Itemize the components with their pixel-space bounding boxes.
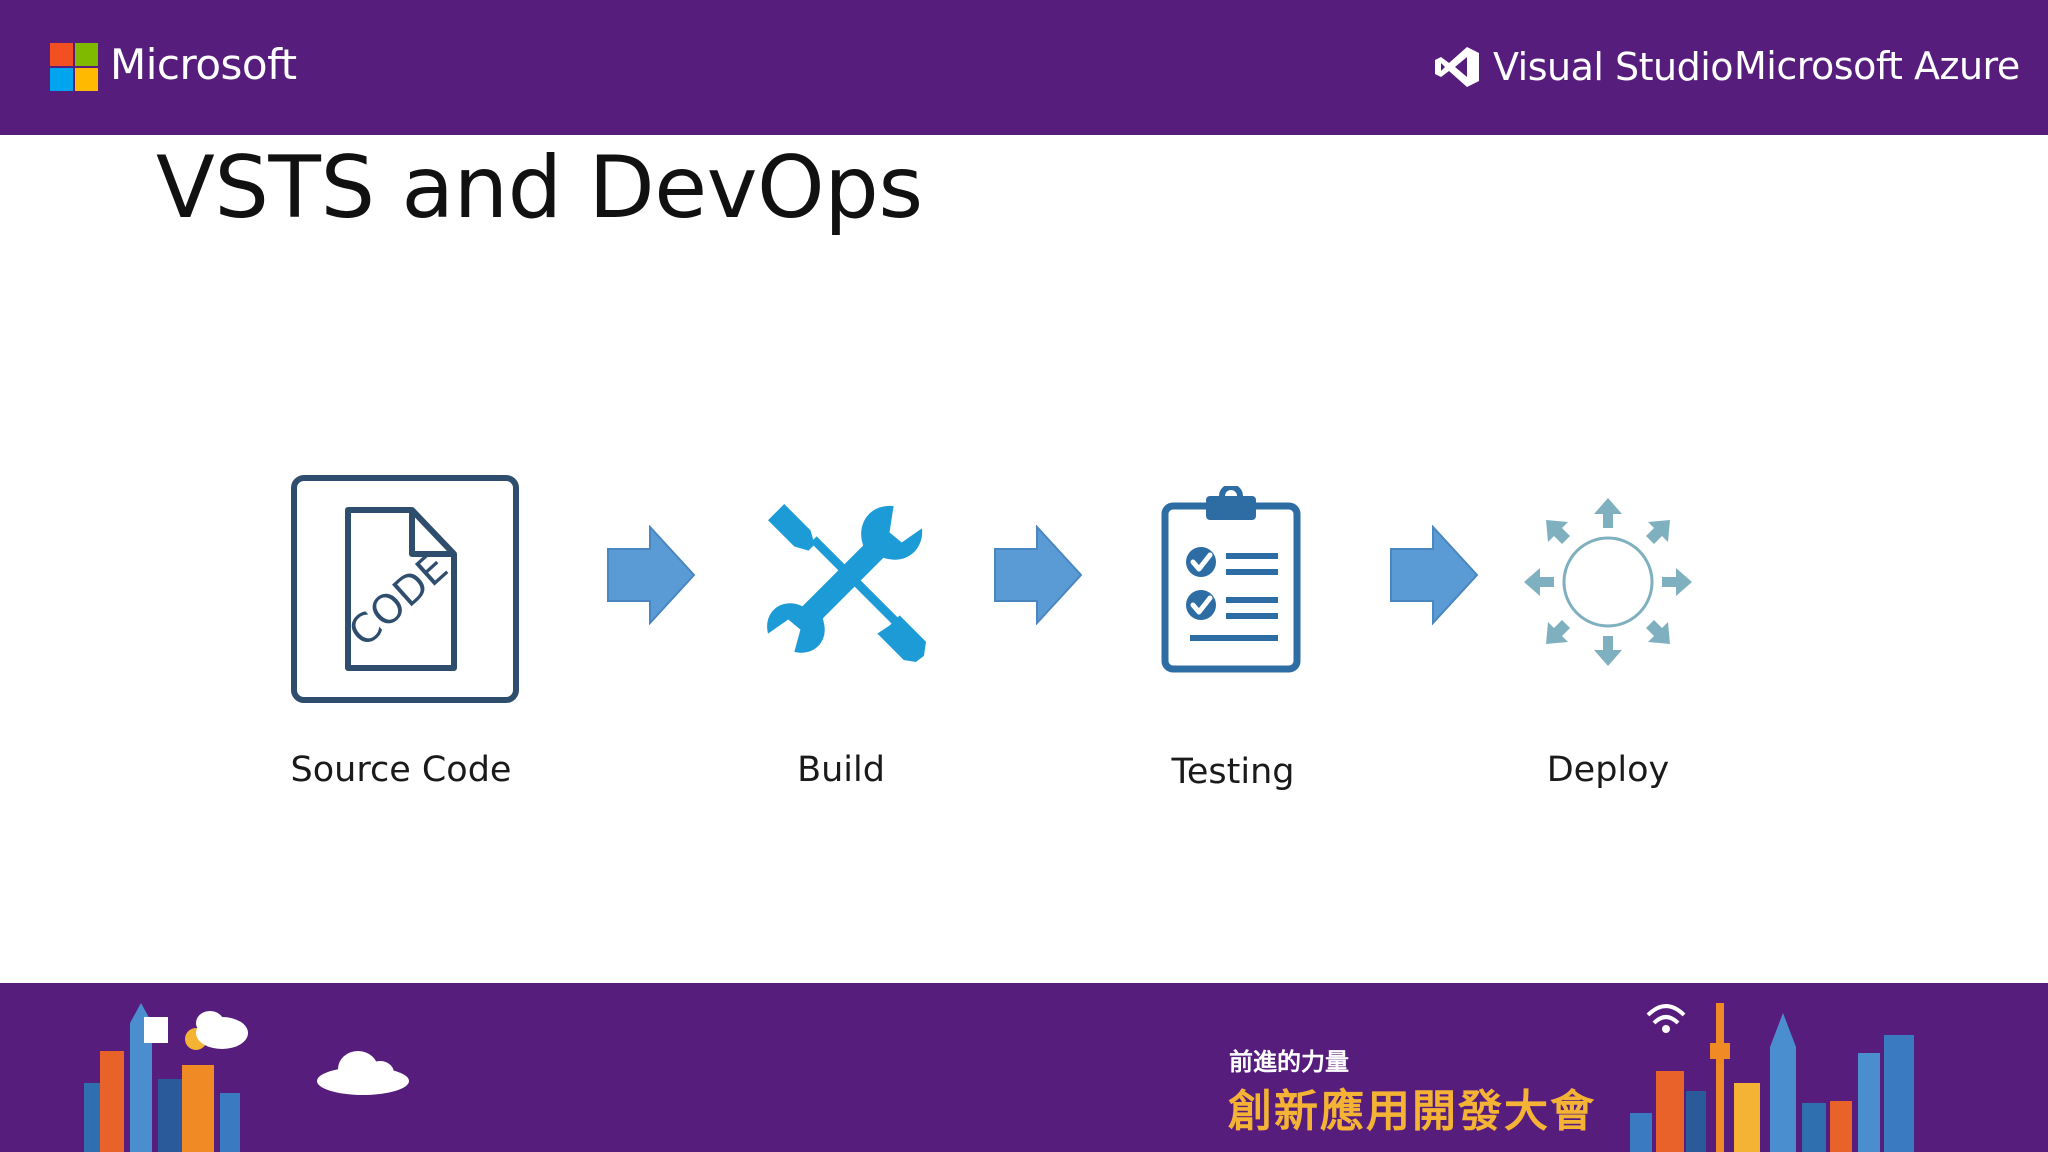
microsoft-logo-icon: [50, 43, 98, 91]
code-icon-text: CODE: [340, 545, 457, 656]
stage-label-deploy: Deploy: [1546, 750, 1670, 790]
city-skyline-left-icon: [84, 1003, 248, 1152]
stage-label-testing: Testing: [1171, 752, 1295, 792]
clipboard-checklist-icon: [1161, 486, 1301, 673]
visual-studio-text: Visual Studio: [1493, 45, 1734, 89]
microsoft-brand-text: Microsoft: [110, 40, 297, 89]
arrow-right-icon: [607, 525, 696, 625]
footer-bar: 前進的力量 創新應用開發大會: [0, 983, 2048, 1152]
stage-label-build: Build: [797, 750, 885, 790]
code-document-icon: CODE: [291, 475, 519, 703]
microsoft-azure-text: Microsoft Azure: [1734, 44, 2020, 88]
stage-label-source-code: Source Code: [290, 750, 512, 790]
arrow-right-icon: [1390, 525, 1479, 625]
event-subtitle: 前進的力量: [1229, 1048, 1349, 1076]
slide-title: VSTS and DevOps: [156, 138, 923, 238]
visual-studio-brand: Visual Studio: [1433, 40, 1734, 94]
city-skyline-right-icon: [1630, 1003, 1914, 1152]
header-bar: Microsoft Visual Studio Microsoft Azure: [0, 0, 2048, 135]
deploy-spread-icon: [1524, 498, 1692, 666]
event-title: 創新應用開發大會: [1228, 1086, 1596, 1137]
cloud-icon: [317, 1051, 409, 1095]
wrench-screwdriver-icon: [767, 504, 926, 662]
visual-studio-logo-icon: [1435, 47, 1479, 87]
arrow-right-icon: [994, 525, 1083, 625]
